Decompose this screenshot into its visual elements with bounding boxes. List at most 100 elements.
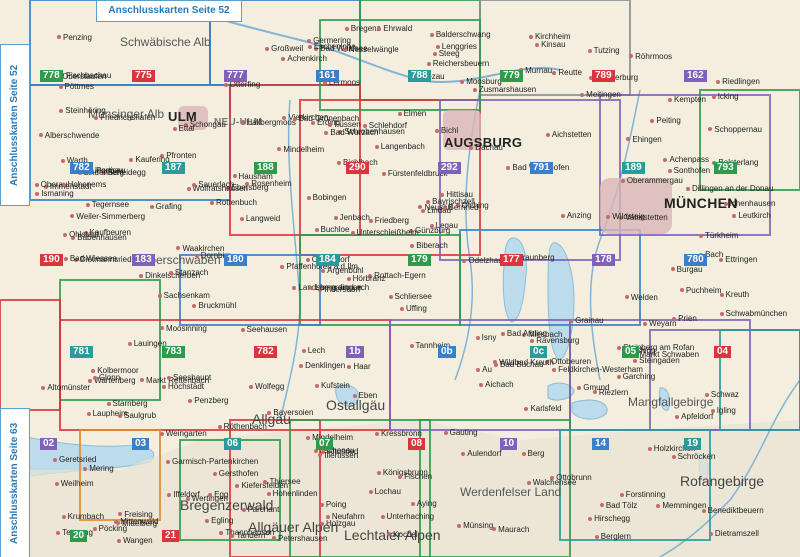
town-label[interactable]: Otterfing [223, 80, 260, 89]
town-label[interactable]: Ottobeuren [545, 358, 591, 366]
town-label[interactable]: Altomünster [41, 383, 90, 392]
sheet-number-badge[interactable]: 21 [162, 530, 180, 542]
town-label[interactable]: Ichenhausen [723, 200, 775, 208]
town-label[interactable]: Ravensburg [530, 337, 579, 345]
sheet-number-badge[interactable]: 183 [132, 254, 155, 266]
town-label[interactable]: Altusried [321, 448, 358, 456]
town-label[interactable]: Rottach-Egern [368, 272, 426, 280]
town-label[interactable]: Memmingen [656, 502, 706, 510]
town-label[interactable]: Wolfegg [249, 382, 284, 391]
sheet-number-badge[interactable]: 775 [132, 70, 155, 82]
town-label[interactable]: Ottobrunn [550, 473, 592, 482]
town-label[interactable]: Biberach [410, 241, 448, 250]
town-label[interactable]: Tannheim [409, 341, 450, 350]
sheet-number-badge[interactable]: 793 [714, 162, 737, 174]
town-label[interactable]: Riezlern [592, 388, 628, 397]
town-label[interactable]: Holzgau [319, 519, 355, 528]
town-label[interactable]: Neufahrn [325, 513, 365, 521]
town-label[interactable]: Haar [347, 363, 371, 371]
town-label[interactable]: Garching [616, 373, 655, 381]
town-label[interactable]: Odelzhausen [462, 257, 516, 265]
town-label[interactable]: Vaterstetten [619, 214, 668, 222]
town-label[interactable]: Hausham [232, 172, 273, 181]
town-label[interactable]: Schrobenhausen [338, 128, 405, 136]
town-label[interactable]: Riedlingen [716, 78, 760, 86]
sheet-number-badge[interactable]: 05 [622, 346, 640, 358]
town-label[interactable]: Murnau [519, 66, 552, 75]
town-label[interactable]: Reutte [552, 69, 582, 77]
town-label[interactable]: Moosinning [159, 324, 207, 333]
town-label[interactable]: Schliersee [388, 292, 432, 301]
town-label[interactable]: Starnberg [106, 399, 148, 408]
town-label[interactable]: Pfaffenhofen a.d.Ilm [280, 263, 358, 271]
town-label[interactable]: Schoppernau [708, 125, 762, 134]
town-label[interactable]: Dachau [469, 144, 503, 152]
town-label[interactable]: Gauting [443, 429, 478, 437]
town-label[interactable]: Weiler-Simmerberg [70, 212, 145, 221]
town-label[interactable]: Jachenau [313, 447, 355, 455]
town-label[interactable]: Ehrwald [377, 25, 412, 33]
town-label[interactable]: Weyarn [643, 320, 677, 328]
sheet-number-badge[interactable]: 0c [530, 346, 548, 358]
sheet-number-badge[interactable]: 02 [40, 438, 58, 450]
town-label[interactable]: Aichach [479, 381, 514, 389]
town-label[interactable]: Dillingen an der Donau [686, 185, 773, 193]
edge-label-left-upper[interactable]: Anschlusskarten Seite 52 [0, 44, 30, 206]
town-label[interactable]: Bayersoien [267, 409, 313, 417]
town-label[interactable]: Aying [410, 499, 437, 508]
town-label[interactable]: Türkheim [699, 232, 738, 240]
town-label[interactable]: Hallbergmoos [240, 118, 296, 127]
sheet-number-badge[interactable]: 188 [254, 162, 277, 174]
town-label[interactable]: Hohenlinden [266, 489, 318, 498]
town-label[interactable]: Warth [60, 156, 88, 165]
sheet-number-badge[interactable]: 189 [622, 162, 645, 174]
town-label[interactable]: Lermoos [322, 79, 360, 87]
town-label[interactable]: Höchstädt [161, 382, 204, 391]
town-label[interactable]: Günzburg [409, 227, 450, 235]
town-label[interactable]: Kufstein [314, 382, 350, 390]
town-label[interactable]: Laupheim [86, 410, 128, 418]
town-label[interactable]: Kiefersfelden [235, 481, 288, 490]
town-label[interactable]: Erding [310, 118, 340, 127]
town-label[interactable]: Olching [455, 201, 489, 210]
town-label[interactable]: Langweid [239, 214, 280, 223]
town-label[interactable]: Ohlstadt [63, 230, 99, 239]
town-label[interactable]: Friedberg [368, 217, 409, 225]
town-label[interactable]: Glonn [92, 374, 120, 382]
town-label[interactable]: Bad Aibling [500, 330, 547, 338]
sheet-number-badge[interactable]: 180 [224, 254, 247, 266]
town-label[interactable]: Oberstaufen [56, 72, 106, 81]
town-label[interactable]: Tandern [230, 532, 265, 540]
town-label[interactable]: Peiting [650, 116, 681, 125]
town-label[interactable]: Legau [429, 222, 458, 230]
town-label[interactable]: Achenkirch [281, 54, 327, 63]
sheet-number-badge[interactable]: 779 [500, 70, 523, 82]
town-label[interactable]: Lochau [368, 488, 401, 496]
town-label[interactable]: Ettal [172, 124, 195, 133]
town-label[interactable]: Lenggries [435, 42, 477, 51]
town-label[interactable]: Wildbad Kreuth [493, 358, 554, 367]
edge-label-top[interactable]: Anschlusskarten Seite 52 [96, 0, 242, 22]
town-label[interactable]: Weilheim [54, 479, 93, 488]
town-label[interactable]: Lindau [421, 206, 451, 215]
town-label[interactable]: Röthenbach [217, 422, 267, 431]
sheet-number-badge[interactable]: 187 [162, 162, 185, 174]
town-label[interactable]: Hirschegg [588, 515, 630, 523]
town-label[interactable]: Stanzach [168, 269, 208, 277]
town-label[interactable]: Eben [352, 392, 377, 400]
town-label[interactable]: Lauingen [127, 339, 167, 348]
town-label[interactable]: Walchensee [526, 478, 576, 487]
town-label[interactable]: Iffeldorf [167, 491, 200, 499]
town-label[interactable]: Leutkirch [732, 212, 771, 220]
sheet-number-badge[interactable]: 14 [592, 438, 610, 450]
town-label[interactable]: Oberau [34, 180, 67, 189]
town-label[interactable]: Seehausen [240, 325, 287, 334]
sheet-number-badge[interactable]: 0b [438, 346, 456, 358]
town-label[interactable]: Achenpass [663, 155, 709, 164]
town-label[interactable]: Kreuth [719, 291, 749, 299]
town-label[interactable]: Alberschwende [38, 131, 99, 140]
town-label[interactable]: Steinhöring [59, 107, 106, 115]
town-label[interactable]: Geretsried [53, 456, 96, 464]
town-label[interactable]: Indersdorf [318, 285, 360, 294]
town-label[interactable]: Lamerdingen [309, 283, 362, 292]
